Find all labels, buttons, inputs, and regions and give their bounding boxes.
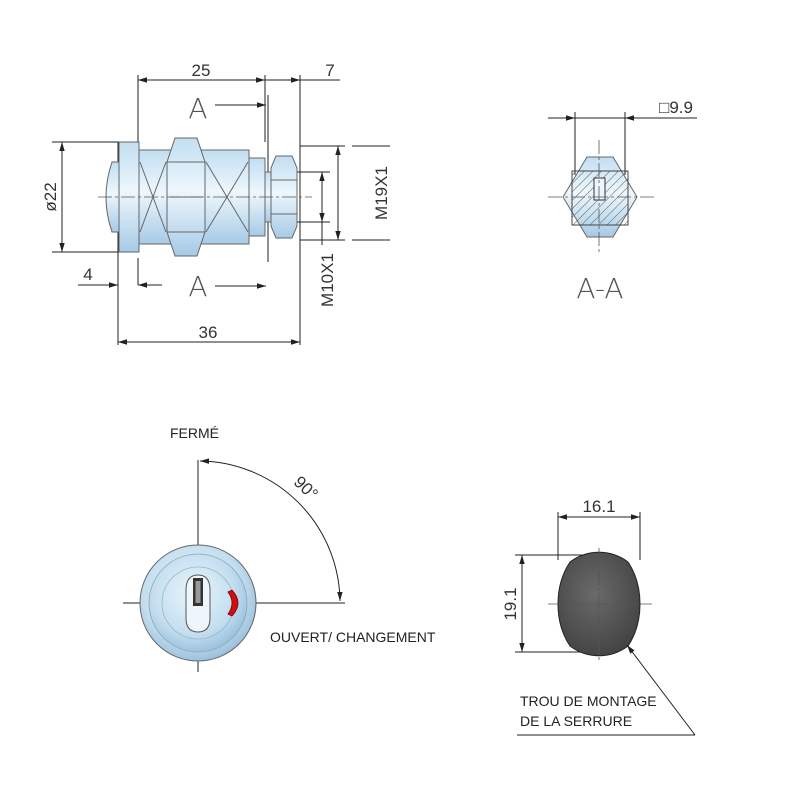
dim-m10x1: M10X1 [318,253,337,307]
side-view: 25 7 ø22 M19X1 M10X1 4 36 A [41,61,391,345]
dim-square-9-9: □9.9 [659,98,693,117]
section-view: □9.9 A-A [548,98,697,305]
dim-4: 4 [83,265,92,284]
hole-label-line1: TROU DE MONTAGE [520,693,657,709]
dim-m19x1: M19X1 [372,166,391,220]
closed-label: FERMÉ [170,425,219,441]
section-title: A-A [576,272,623,305]
key-dome [105,161,121,233]
section-label-bottom: A [188,270,207,303]
dim-36: 36 [199,323,218,342]
front-view: FERMÉ OUVERT/ CHANGEMENT 90° [123,425,436,672]
dim-19-1: 19.1 [501,587,520,620]
hole-view: 16.1 19.1 TROU DE MONTAGE DE LA SERRURE [501,497,696,736]
open-label: OUVERT/ CHANGEMENT [270,629,436,645]
dim-diameter-22: ø22 [41,182,60,211]
hole-label-line2: DE LA SERRURE [520,713,632,729]
dim-16-1: 16.1 [582,497,615,516]
rotation-arc [199,458,343,602]
red-indicator [227,589,239,617]
section-label-top: A [188,92,207,125]
dim-7: 7 [325,61,334,80]
dim-25: 25 [192,61,211,80]
key-slot [593,177,606,201]
